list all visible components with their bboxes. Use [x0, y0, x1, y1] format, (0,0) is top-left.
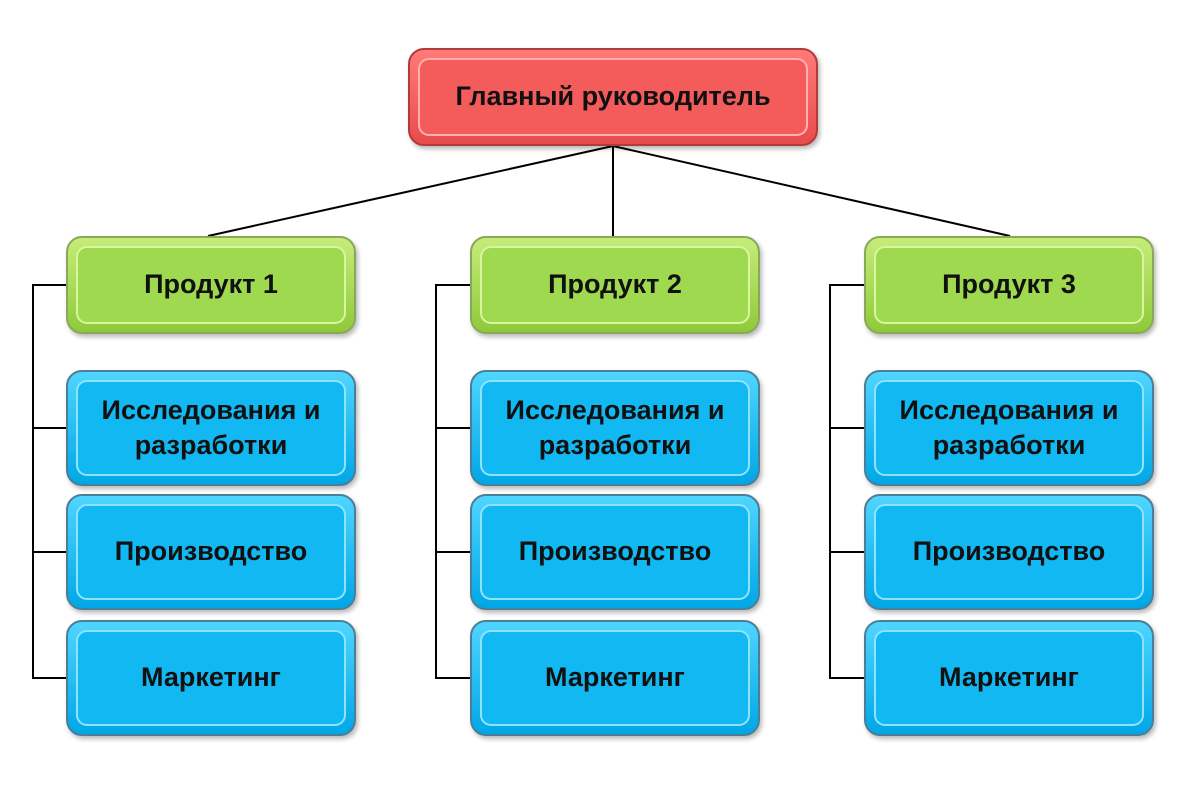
product-3-production-label: Производство: [912, 536, 1106, 567]
root-to-product-1-line: [207, 145, 614, 237]
product-2-node-face: Продукт 2: [480, 246, 750, 324]
product-2-production-label: Производство: [518, 536, 712, 567]
product-1-marketing-node: Маркетинг: [66, 620, 356, 736]
product-2-marketing-label: Маркетинг: [545, 662, 685, 693]
product-2-research-label-line1: Исследования и: [505, 394, 725, 425]
product-2-research-node: Исследования и разработки: [470, 370, 760, 486]
product-1-research-node-face: Исследования и разработки: [76, 380, 346, 476]
root-node: Главный руководитель: [408, 48, 818, 146]
column-3-bracket-line: [829, 284, 864, 679]
product-3-production-node: Производство: [864, 494, 1154, 610]
product-1-marketing-label: Маркетинг: [141, 662, 281, 693]
product-2-production-node: Производство: [470, 494, 760, 610]
product-3-research-label-line1: Исследования и: [899, 394, 1119, 425]
product-3-research-label-line2: разработки: [932, 430, 1086, 460]
product-1-production-node: Производство: [66, 494, 356, 610]
product-3-marketing-label: Маркетинг: [939, 662, 1079, 693]
product-2-label: Продукт 2: [548, 269, 682, 300]
root-node-face: Главный руководитель: [418, 58, 808, 136]
product-2-production-node-face: Производство: [480, 504, 750, 600]
product-2-marketing-node-face: Маркетинг: [480, 630, 750, 726]
product-1-research-label-line1: Исследования и: [101, 394, 321, 425]
product-1-node: Продукт 1: [66, 236, 356, 334]
product-3-label: Продукт 3: [942, 269, 1076, 300]
product-1-research-label: Исследования и разработки: [102, 393, 321, 463]
product-1-research-node: Исследования и разработки: [66, 370, 356, 486]
product-3-marketing-node: Маркетинг: [864, 620, 1154, 736]
product-1-production-node-face: Производство: [76, 504, 346, 600]
product-2-research-label-line2: разработки: [538, 430, 692, 460]
product-3-node: Продукт 3: [864, 236, 1154, 334]
product-3-node-face: Продукт 3: [874, 246, 1144, 324]
product-2-node: Продукт 2: [470, 236, 760, 334]
product-3-research-node: Исследования и разработки: [864, 370, 1154, 486]
product-2-research-node-face: Исследования и разработки: [480, 380, 750, 476]
product-1-production-label: Производство: [114, 536, 308, 567]
column-1-bracket-line: [32, 284, 66, 679]
root-label: Главный руководитель: [455, 81, 771, 112]
product-1-node-face: Продукт 1: [76, 246, 346, 324]
product-3-research-node-face: Исследования и разработки: [874, 380, 1144, 476]
root-to-product-3-line: [612, 145, 1011, 237]
product-2-research-label: Исследования и разработки: [506, 393, 725, 463]
product-3-marketing-node-face: Маркетинг: [874, 630, 1144, 726]
product-1-marketing-node-face: Маркетинг: [76, 630, 346, 726]
column-2-bracket-line: [435, 284, 470, 679]
product-3-production-node-face: Производство: [874, 504, 1144, 600]
product-3-research-label: Исследования и разработки: [900, 393, 1119, 463]
product-1-label: Продукт 1: [144, 269, 278, 300]
product-1-research-label-line2: разработки: [134, 430, 288, 460]
product-2-marketing-node: Маркетинг: [470, 620, 760, 736]
